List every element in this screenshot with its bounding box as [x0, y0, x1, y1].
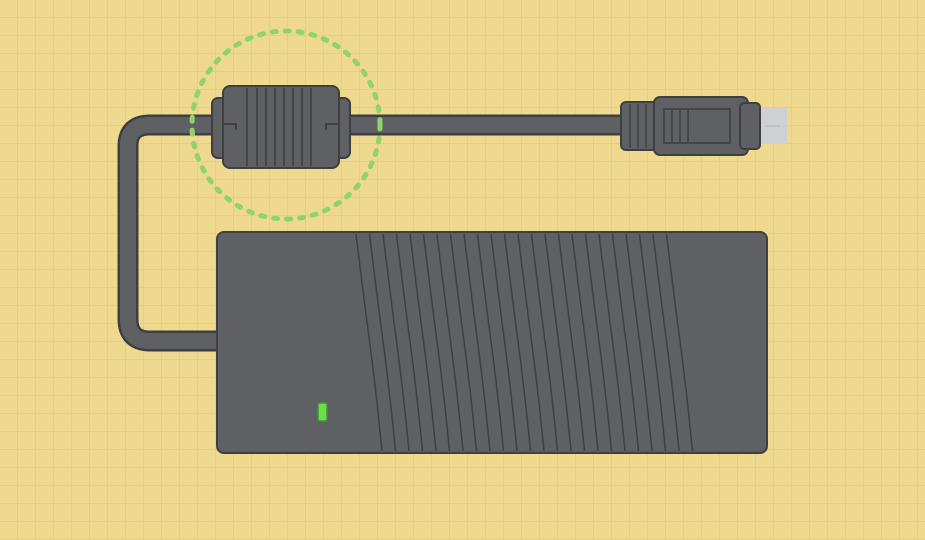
vent-ridge: [584, 233, 613, 452]
vent-ridge: [490, 233, 518, 452]
vent-ridge: [652, 233, 680, 452]
vent-ridge: [571, 233, 599, 452]
vent-ridge: [598, 233, 626, 452]
vent-ridge: [395, 233, 424, 452]
vent-ridge: [409, 233, 437, 452]
vent-ridge: [517, 233, 545, 452]
vent-ridge: [611, 233, 640, 452]
status-led: [317, 402, 328, 422]
vent-ridge: [355, 233, 383, 452]
vent-ridge: [422, 233, 451, 452]
vent-ridge: [544, 233, 572, 452]
ferrite-core: [211, 85, 351, 169]
vent-ridge: [463, 233, 491, 452]
vent-ridge: [530, 233, 559, 452]
vent-ridge: [436, 233, 464, 452]
vent-ridge: [625, 233, 653, 452]
vent-ridge: [368, 233, 397, 452]
highlight-ring: [189, 28, 383, 222]
vent-ridge: [665, 233, 694, 452]
adapter-body: [216, 231, 768, 454]
vent-ridge: [557, 233, 586, 452]
vent-ridge: [449, 233, 478, 452]
vent-ridge: [638, 233, 667, 452]
dc-plug-connector: [620, 96, 787, 156]
vent-ridge: [503, 233, 532, 452]
adapter-vent-ridges: [355, 233, 694, 452]
vent-ridge: [382, 233, 410, 452]
vent-ridge: [476, 233, 505, 452]
